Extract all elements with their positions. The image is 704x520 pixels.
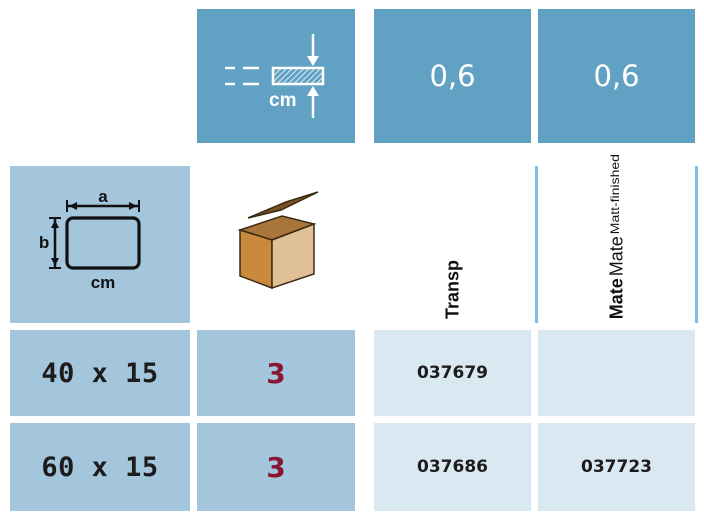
table-row-qty-cell: 3 bbox=[197, 423, 355, 511]
thickness-value-transp: 0,6 bbox=[374, 9, 531, 143]
dimension-icon: a b cm bbox=[40, 190, 141, 292]
table-row-transp-cell: 037686 bbox=[374, 423, 531, 511]
table-row-size-cell: 40 x 15 bbox=[10, 330, 190, 416]
cardboard-box-icon bbox=[237, 190, 319, 289]
thickness-value: 0,6 bbox=[593, 59, 640, 93]
dimension-label-a: a bbox=[98, 190, 108, 206]
column-header-transp: Transp bbox=[374, 166, 531, 323]
table-row-size-cell: 60 x 15 bbox=[10, 423, 190, 511]
product-code-transp: 037679 bbox=[417, 363, 488, 383]
thickness-value: 0,6 bbox=[429, 59, 476, 93]
size-header-cell: a b cm bbox=[10, 166, 190, 323]
table-row-mate-cell bbox=[538, 330, 695, 416]
product-code-mate: 037723 bbox=[581, 457, 652, 477]
quantity-value: 3 bbox=[266, 356, 286, 390]
product-code-transp: 037686 bbox=[417, 457, 488, 477]
column-title-transp: Transp bbox=[442, 259, 462, 319]
table-row-mate-cell: 037723 bbox=[538, 423, 695, 511]
dimension-label-b: b bbox=[40, 233, 49, 252]
column-header-mate: Mate Mate Matt-finished bbox=[535, 154, 698, 323]
thickness-icon: cm bbox=[225, 34, 325, 118]
thickness-value-mate: 0,6 bbox=[538, 9, 695, 143]
column-title-mate-regular: Mate bbox=[606, 235, 626, 276]
table-row-qty-cell: 3 bbox=[197, 330, 355, 416]
thickness-header-cell: cm bbox=[197, 9, 355, 143]
table-row-transp-cell: 037679 bbox=[374, 330, 531, 416]
quantity-header-cell bbox=[197, 166, 355, 323]
size-value: 40 x 15 bbox=[41, 357, 159, 389]
column-title-mate-english: Matt-finished bbox=[607, 153, 621, 234]
thickness-unit-label: cm bbox=[269, 90, 296, 111]
column-title-mate-bold: Mate bbox=[606, 277, 626, 319]
size-value: 60 x 15 bbox=[41, 451, 159, 483]
dimension-unit-label: cm bbox=[91, 273, 116, 292]
quantity-value: 3 bbox=[266, 450, 286, 484]
